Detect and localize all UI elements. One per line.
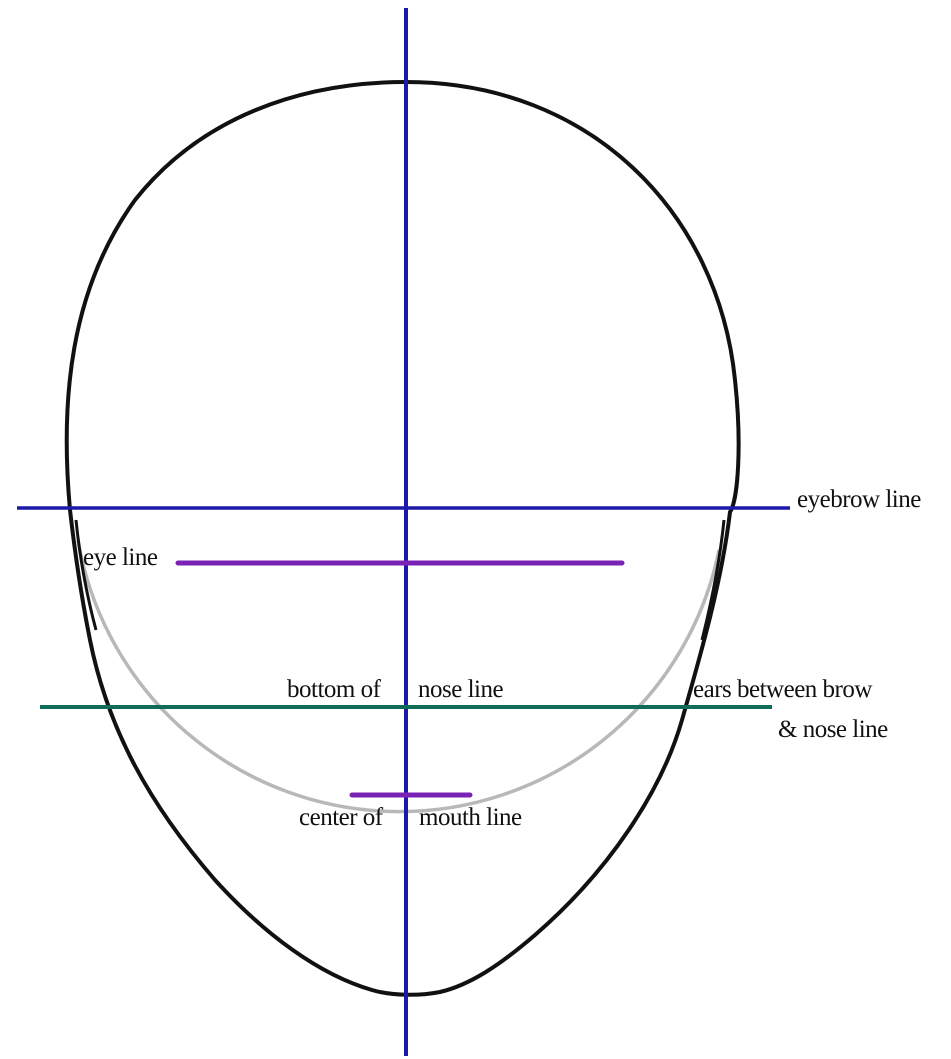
mouth-line-label-right: mouth line	[419, 804, 522, 832]
cranium-guide-arc	[78, 540, 719, 812]
nose-line-label-right: nose line	[418, 676, 503, 704]
head-outline	[67, 82, 739, 995]
eyebrow-line-label: eyebrow line	[797, 486, 921, 514]
ears-note-line2: & nose line	[778, 716, 888, 744]
ears-note-line1: ears between brow	[693, 676, 872, 704]
mouth-line-label-left: center of	[299, 804, 383, 832]
eye-line-label: eye line	[83, 544, 157, 572]
nose-line-label-left: bottom of	[287, 676, 380, 704]
